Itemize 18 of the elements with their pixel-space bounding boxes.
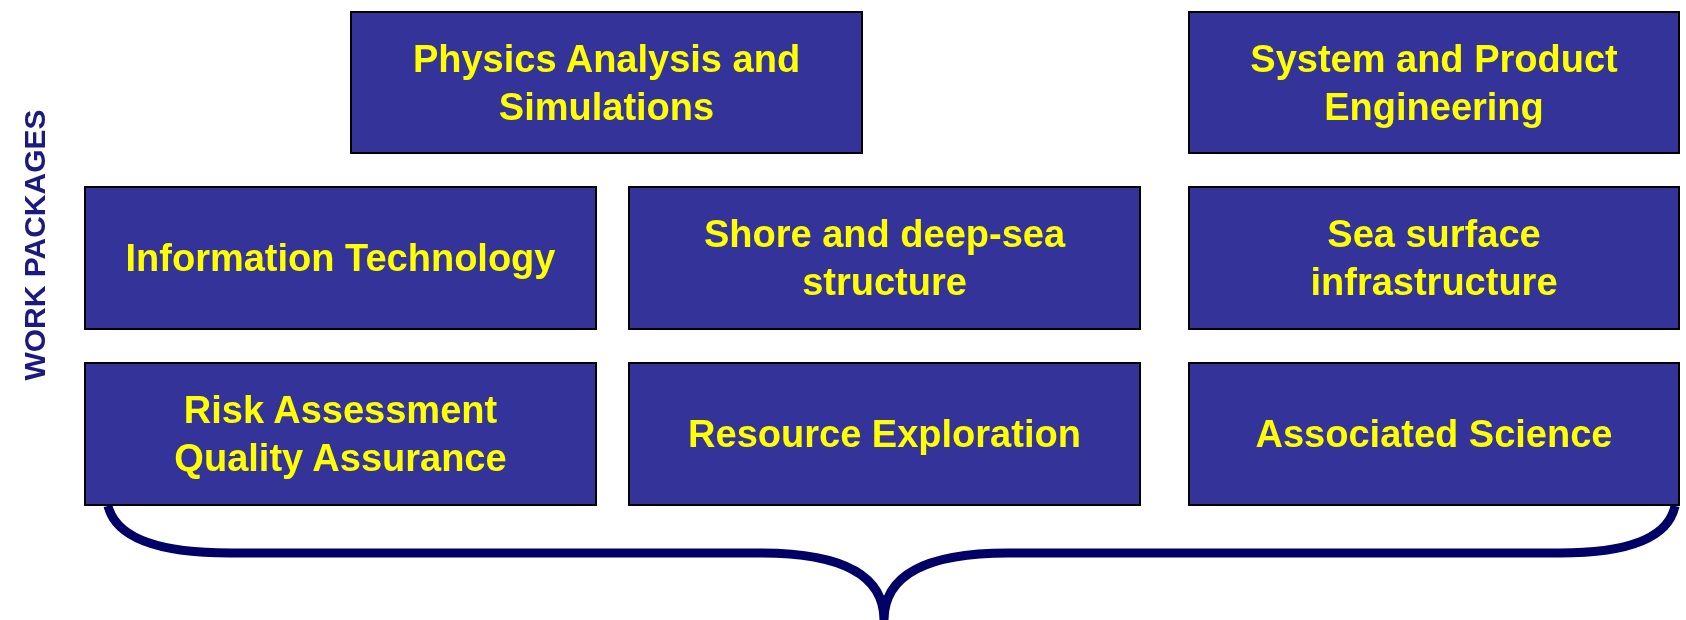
work-package-box [628, 362, 1141, 506]
box-title: Associated Science [1255, 412, 1613, 457]
box-title: Physics Analysis and Simulations [411, 36, 802, 130]
box-title: Quality Assurance [174, 436, 507, 481]
side-heading: WORK PACKAGES [17, 109, 52, 381]
work-package-box [1188, 362, 1680, 506]
work-package-box [1188, 186, 1680, 330]
box-title: System and Product Engineering [1249, 36, 1619, 130]
box-title: Information Technology [125, 236, 556, 281]
work-package-box [84, 186, 597, 330]
work-package-box [628, 186, 1141, 330]
box-title: Risk Assessment [183, 388, 498, 433]
box-title: Shore and deep-sea structure [702, 212, 1067, 305]
work-package-box [1188, 11, 1680, 154]
box-title: Sea surface infrastructure [1309, 212, 1559, 305]
work-package-box [350, 11, 863, 154]
work-package-box [84, 362, 597, 506]
box-title: Resource Exploration [688, 412, 1081, 457]
